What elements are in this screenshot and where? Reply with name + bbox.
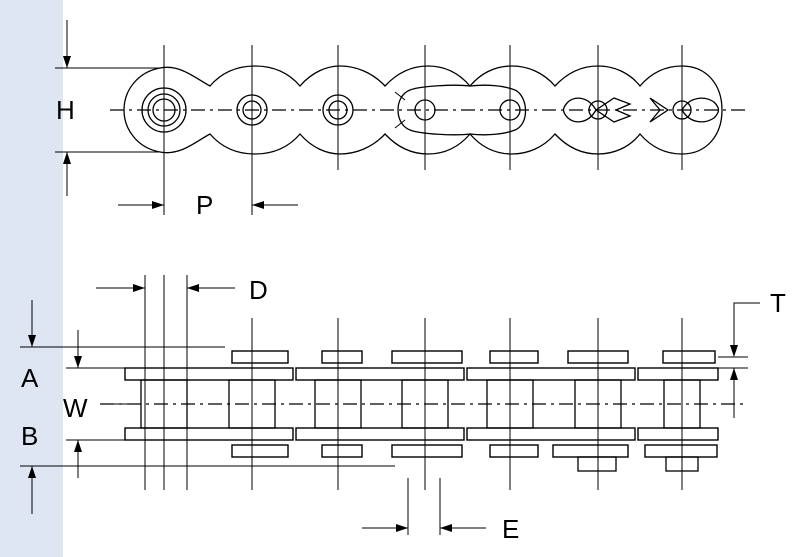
outer-plate xyxy=(466,427,636,441)
outer-plate xyxy=(124,367,294,381)
cotter-pin xyxy=(649,97,670,123)
cotter-tip xyxy=(577,456,617,472)
inner-plate xyxy=(321,444,363,458)
outer-plate xyxy=(637,367,719,381)
label-p: P xyxy=(196,190,213,220)
outer-plate xyxy=(295,427,465,441)
inner-plate xyxy=(552,444,629,458)
outer-plate xyxy=(295,367,465,381)
inner-plate xyxy=(391,444,463,458)
outer-plate xyxy=(637,427,719,441)
label-e: E xyxy=(502,514,519,544)
label-w: W xyxy=(63,393,88,423)
inner-plate xyxy=(644,444,718,458)
inner-plate xyxy=(489,444,539,458)
offset-link-slot xyxy=(397,84,527,136)
outer-plate xyxy=(124,427,294,441)
inner-plate xyxy=(231,350,289,364)
inner-plate xyxy=(391,350,463,364)
label-d: D xyxy=(249,275,268,305)
inner-plate xyxy=(489,350,539,364)
label-b: B xyxy=(21,421,38,451)
chain-top-view: D T A W B E xyxy=(20,275,786,544)
label-t: T xyxy=(770,288,786,318)
inner-plate xyxy=(231,444,289,458)
label-a: A xyxy=(21,363,39,393)
side-band xyxy=(0,0,63,557)
inner-plate xyxy=(321,350,363,364)
outer-plate xyxy=(466,367,636,381)
cotter-pin xyxy=(681,97,720,123)
inner-plate xyxy=(662,350,716,364)
chain-side-view: H P xyxy=(55,20,745,220)
label-h: H xyxy=(56,95,75,125)
